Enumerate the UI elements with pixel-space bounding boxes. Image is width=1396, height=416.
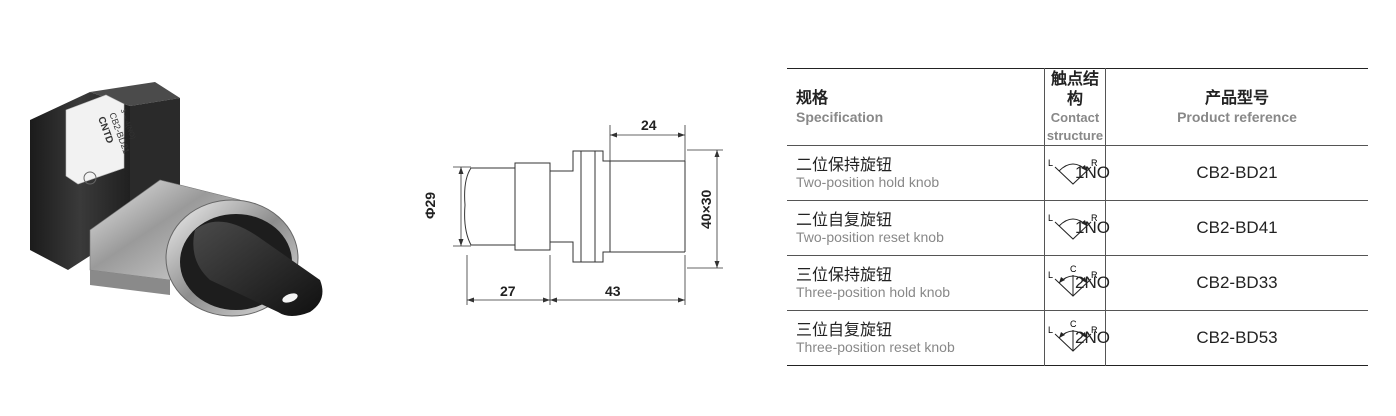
- certification-mark-icon: [83, 171, 97, 185]
- header-contact-structure: 触点结构 Contact structure: [1044, 68, 1106, 146]
- selector-knob: [193, 221, 323, 316]
- svg-text:R: R: [1091, 270, 1098, 280]
- dim-diameter-label: Φ29: [422, 192, 438, 219]
- svg-text:L: L: [1048, 158, 1053, 168]
- spec-table: 规格 Specification 触点结构 Contact structure …: [787, 68, 1368, 366]
- product-photo: CNTD CB2-BD21 3 ─ 4(NO): [30, 82, 323, 317]
- three-position-symbol-icon: L C R: [1044, 255, 1098, 311]
- header-product-reference: 产品型号 Product reference: [1105, 68, 1368, 146]
- reference-cell: CB2-BD21: [1105, 145, 1368, 201]
- spec-cell: 三位保持旋钮 Three-position hold knob: [796, 265, 951, 300]
- svg-text:L: L: [1048, 325, 1053, 335]
- contact-cell: 2NO: [1075, 273, 1110, 292]
- table-header-row: 规格 Specification 触点结构 Contact structure …: [787, 68, 1368, 146]
- spec-cell: 二位自复旋钮 Two-position reset knob: [796, 210, 944, 245]
- dim-left-label: 27: [500, 283, 516, 299]
- table-row: 二位保持旋钮 Two-position hold knob L R 1NO CB…: [787, 145, 1368, 201]
- reference-cell: CB2-BD33: [1105, 255, 1368, 311]
- header-specification: 规格 Specification: [796, 88, 884, 125]
- two-position-symbol-icon: L R: [1044, 200, 1098, 256]
- contact-cell: 1NO: [1075, 218, 1110, 237]
- svg-text:C: C: [1070, 319, 1077, 329]
- dim-right-label: 43: [605, 283, 621, 299]
- svg-text:C: C: [1070, 264, 1077, 274]
- svg-text:R: R: [1091, 213, 1098, 223]
- spec-cell: 二位保持旋钮 Two-position hold knob: [796, 155, 940, 190]
- contact-cell: 1NO: [1075, 163, 1110, 182]
- two-position-symbol-icon: L R: [1044, 145, 1098, 201]
- svg-text:L: L: [1048, 213, 1053, 223]
- table-row: 三位保持旋钮 Three-position hold knob L C R 2N…: [787, 255, 1368, 311]
- reference-cell: CB2-BD41: [1105, 200, 1368, 256]
- reference-cell: CB2-BD53: [1105, 310, 1368, 366]
- dim-top-label: 24: [641, 117, 657, 133]
- dimension-drawing: 24 Φ29 40×30 27 43: [422, 117, 723, 305]
- svg-text:R: R: [1091, 325, 1098, 335]
- table-row: 三位自复旋钮 Three-position reset knob L C R 2…: [787, 310, 1368, 366]
- spec-cell: 三位自复旋钮 Three-position reset knob: [796, 320, 955, 355]
- three-position-symbol-icon: L C R: [1044, 310, 1098, 366]
- contact-cell: 2NO: [1075, 328, 1110, 347]
- dim-height-label: 40×30: [698, 189, 714, 229]
- table-row: 二位自复旋钮 Two-position reset knob L R 1NO C…: [787, 200, 1368, 256]
- svg-text:L: L: [1048, 270, 1053, 280]
- svg-text:R: R: [1091, 158, 1098, 168]
